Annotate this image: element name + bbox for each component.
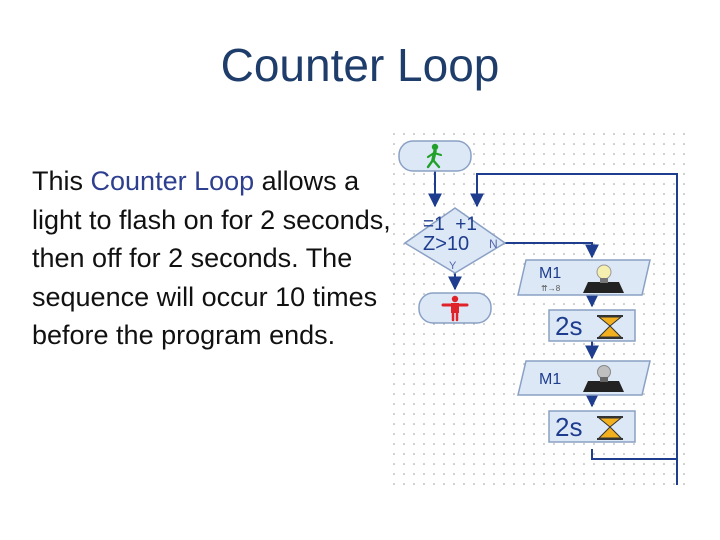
motor-on-sub: ⇈→8 [541,284,561,293]
slide-body-text: This Counter Loop allows a light to flas… [32,162,392,355]
wait-1-label: 2s [555,311,582,341]
body-rest: allows a light to flash on for 2 seconds… [32,166,391,350]
start-block[interactable] [398,140,472,172]
branch-no-label: N [489,237,498,251]
motor-off-label: M1 [539,371,561,388]
counter-line2: Z>10 [423,233,469,255]
slide-title: Counter Loop [220,39,500,91]
red-standing-man-icon [441,295,469,322]
wait-block-2[interactable]: 2s [548,410,636,443]
flowchart-diagram: =1 +1 Z>10 N Y M1 ⇈→8 2s [393,133,685,485]
body-prefix: This [32,166,91,196]
lamp-icon [583,264,624,293]
counter-line1: =1 +1 [423,214,477,235]
wait-2-label: 2s [555,412,582,442]
motor-on-block[interactable]: M1 ⇈→8 [517,259,651,296]
hourglass-icon [597,416,623,440]
wait-block-1[interactable]: 2s [548,309,636,342]
branch-yes-label: Y [449,260,457,272]
stop-block[interactable] [418,292,492,324]
connector-lines [428,170,678,485]
body-highlight: Counter Loop [90,166,255,196]
motor-on-label: M1 [539,265,561,282]
hourglass-icon [597,315,623,339]
green-walking-man-icon [426,143,443,169]
motor-off-block[interactable]: M1 [517,360,651,396]
lamp-icon [583,365,624,392]
counter-decision-block[interactable]: =1 +1 Z>10 N Y [403,207,507,274]
